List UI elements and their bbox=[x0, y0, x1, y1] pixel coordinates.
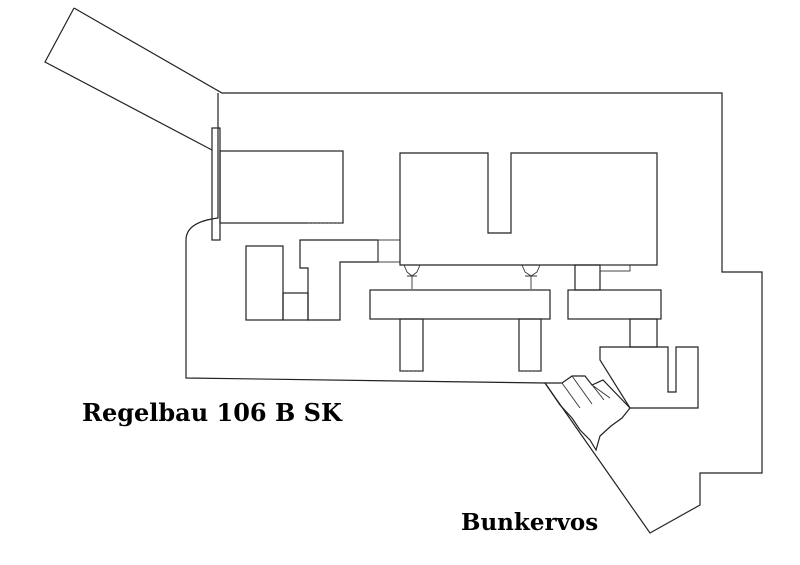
main-room bbox=[399, 152, 658, 266]
embrasure-connector bbox=[629, 318, 658, 348]
corridor-right bbox=[567, 289, 662, 320]
corridor-left bbox=[369, 289, 551, 320]
passage-door bbox=[377, 239, 401, 263]
left-chamber-annex bbox=[282, 292, 309, 321]
embrasure-room bbox=[599, 346, 699, 409]
right-stub-2 bbox=[599, 264, 631, 272]
drawing-title: Regelbau 106 B SK bbox=[82, 398, 342, 427]
central-passage bbox=[299, 239, 379, 321]
shaft-left bbox=[399, 318, 424, 372]
shaft-right bbox=[518, 318, 542, 372]
right-stub bbox=[574, 264, 601, 291]
vent-fitting-left bbox=[403, 264, 421, 289]
left-chamber bbox=[245, 245, 284, 321]
entrance-flange bbox=[211, 127, 221, 241]
vent-fitting-right bbox=[521, 264, 541, 289]
outer-wall bbox=[73, 7, 763, 534]
entrance-corridor bbox=[44, 7, 213, 151]
drawing-author: Bunkervos bbox=[461, 509, 599, 536]
entrance-room bbox=[219, 150, 344, 224]
embrasure-step-lines bbox=[561, 375, 611, 409]
embrasure-steps bbox=[543, 375, 631, 452]
